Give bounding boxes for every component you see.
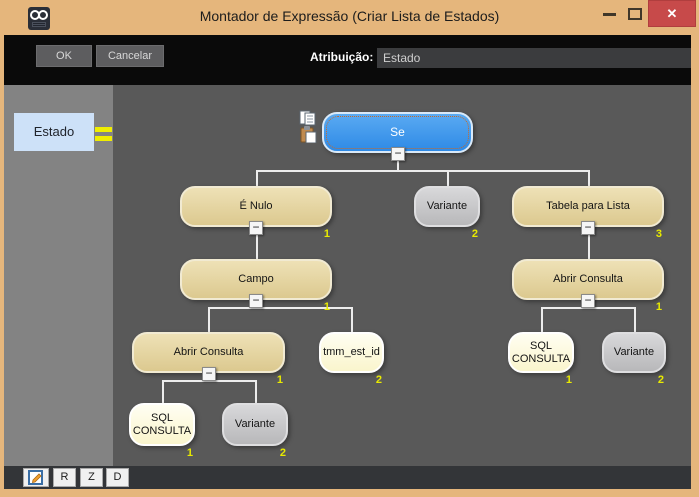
node-label: SQL CONSULTA [511,339,571,365]
node-badge: 1 [276,374,283,386]
node-label: Tabela para Lista [546,200,630,213]
node-label: Campo [238,273,274,286]
collapse-button-abrir-left[interactable]: − [202,367,216,381]
maximize-icon [628,8,642,20]
node-badge: 1 [186,447,193,459]
collapse-button-campo[interactable]: − [249,294,263,308]
collapse-button-e-nulo[interactable]: − [249,221,263,235]
connector-line [397,153,399,170]
connector-line [255,380,257,403]
node-label: SQL CONSULTA [132,411,192,437]
equals-icon [95,127,112,141]
node-badge: 1 [323,228,330,240]
bottom-toolbar: R Z D [4,466,691,489]
variables-sidebar: Estado [4,85,113,466]
connector-line [256,227,258,259]
connector-line [162,380,257,382]
titlebar: Montador de Expressão (Criar Lista de Es… [0,0,699,35]
node-badge: 1 [655,301,662,313]
node-label: Se [390,124,405,139]
collapse-button-se[interactable]: − [391,147,405,161]
copy-icon[interactable] [298,110,318,126]
connector-line [162,380,164,403]
node-label: Variante [234,418,276,431]
variable-estado-chip[interactable]: Estado [14,113,94,151]
node-badge: 1 [323,301,330,313]
node-label: Abrir Consulta [553,273,623,286]
node-badge: 2 [471,228,478,240]
node-badge: 3 [655,228,662,240]
connector-line [541,307,636,309]
node-sql-consulta-left[interactable]: SQL CONSULTA [129,403,195,446]
minimize-button[interactable] [596,0,622,27]
node-label: Variante [426,200,468,213]
node-badge: 2 [657,374,664,386]
connector-line [208,307,210,332]
connector-line [447,170,449,186]
edit-pencil-icon [28,470,43,485]
close-button[interactable]: ✕ [648,0,696,27]
window-title: Montador de Expressão (Criar Lista de Es… [199,8,500,24]
connector-line [208,307,353,309]
paste-icon[interactable] [300,126,318,143]
collapse-button-abrir-right[interactable]: − [581,294,595,308]
connector-line [541,307,543,332]
node-tmm-est-id[interactable]: tmm_est_id [319,332,384,373]
maximize-button[interactable] [622,0,648,27]
connector-line [634,307,636,332]
connector-line [588,227,590,259]
d-button[interactable]: D [106,468,129,487]
r-button[interactable]: R [53,468,76,487]
node-sql-consulta-right[interactable]: SQL CONSULTA [508,332,574,373]
connector-line [256,170,589,172]
connector-line [351,307,353,332]
connector-line [256,170,258,186]
attribution-label: Atribuição: [310,50,374,64]
minimize-icon [603,13,616,16]
attribution-input[interactable] [377,48,691,68]
z-button[interactable]: Z [80,468,103,487]
node-e-nulo[interactable]: É Nulo [180,186,332,227]
connector-line [588,170,590,186]
edit-button[interactable] [23,468,49,487]
node-badge: 1 [565,374,572,386]
collapse-button-tabela[interactable]: − [581,221,595,235]
app-icon [28,7,50,30]
cancel-button[interactable]: Cancelar [96,45,164,67]
node-variante-top[interactable]: Variante [414,186,480,227]
node-badge: 2 [279,447,286,459]
node-label: Abrir Consulta [173,346,244,359]
node-variante-left[interactable]: Variante [222,403,288,446]
node-badge: 2 [375,374,382,386]
node-label: tmm_est_id [323,346,380,359]
top-toolbar: OK Cancelar Atribuição: [4,35,691,85]
node-label: Variante [613,346,655,359]
node-label: É Nulo [239,200,273,213]
ok-button[interactable]: OK [36,45,92,67]
node-variante-right[interactable]: Variante [602,332,666,373]
